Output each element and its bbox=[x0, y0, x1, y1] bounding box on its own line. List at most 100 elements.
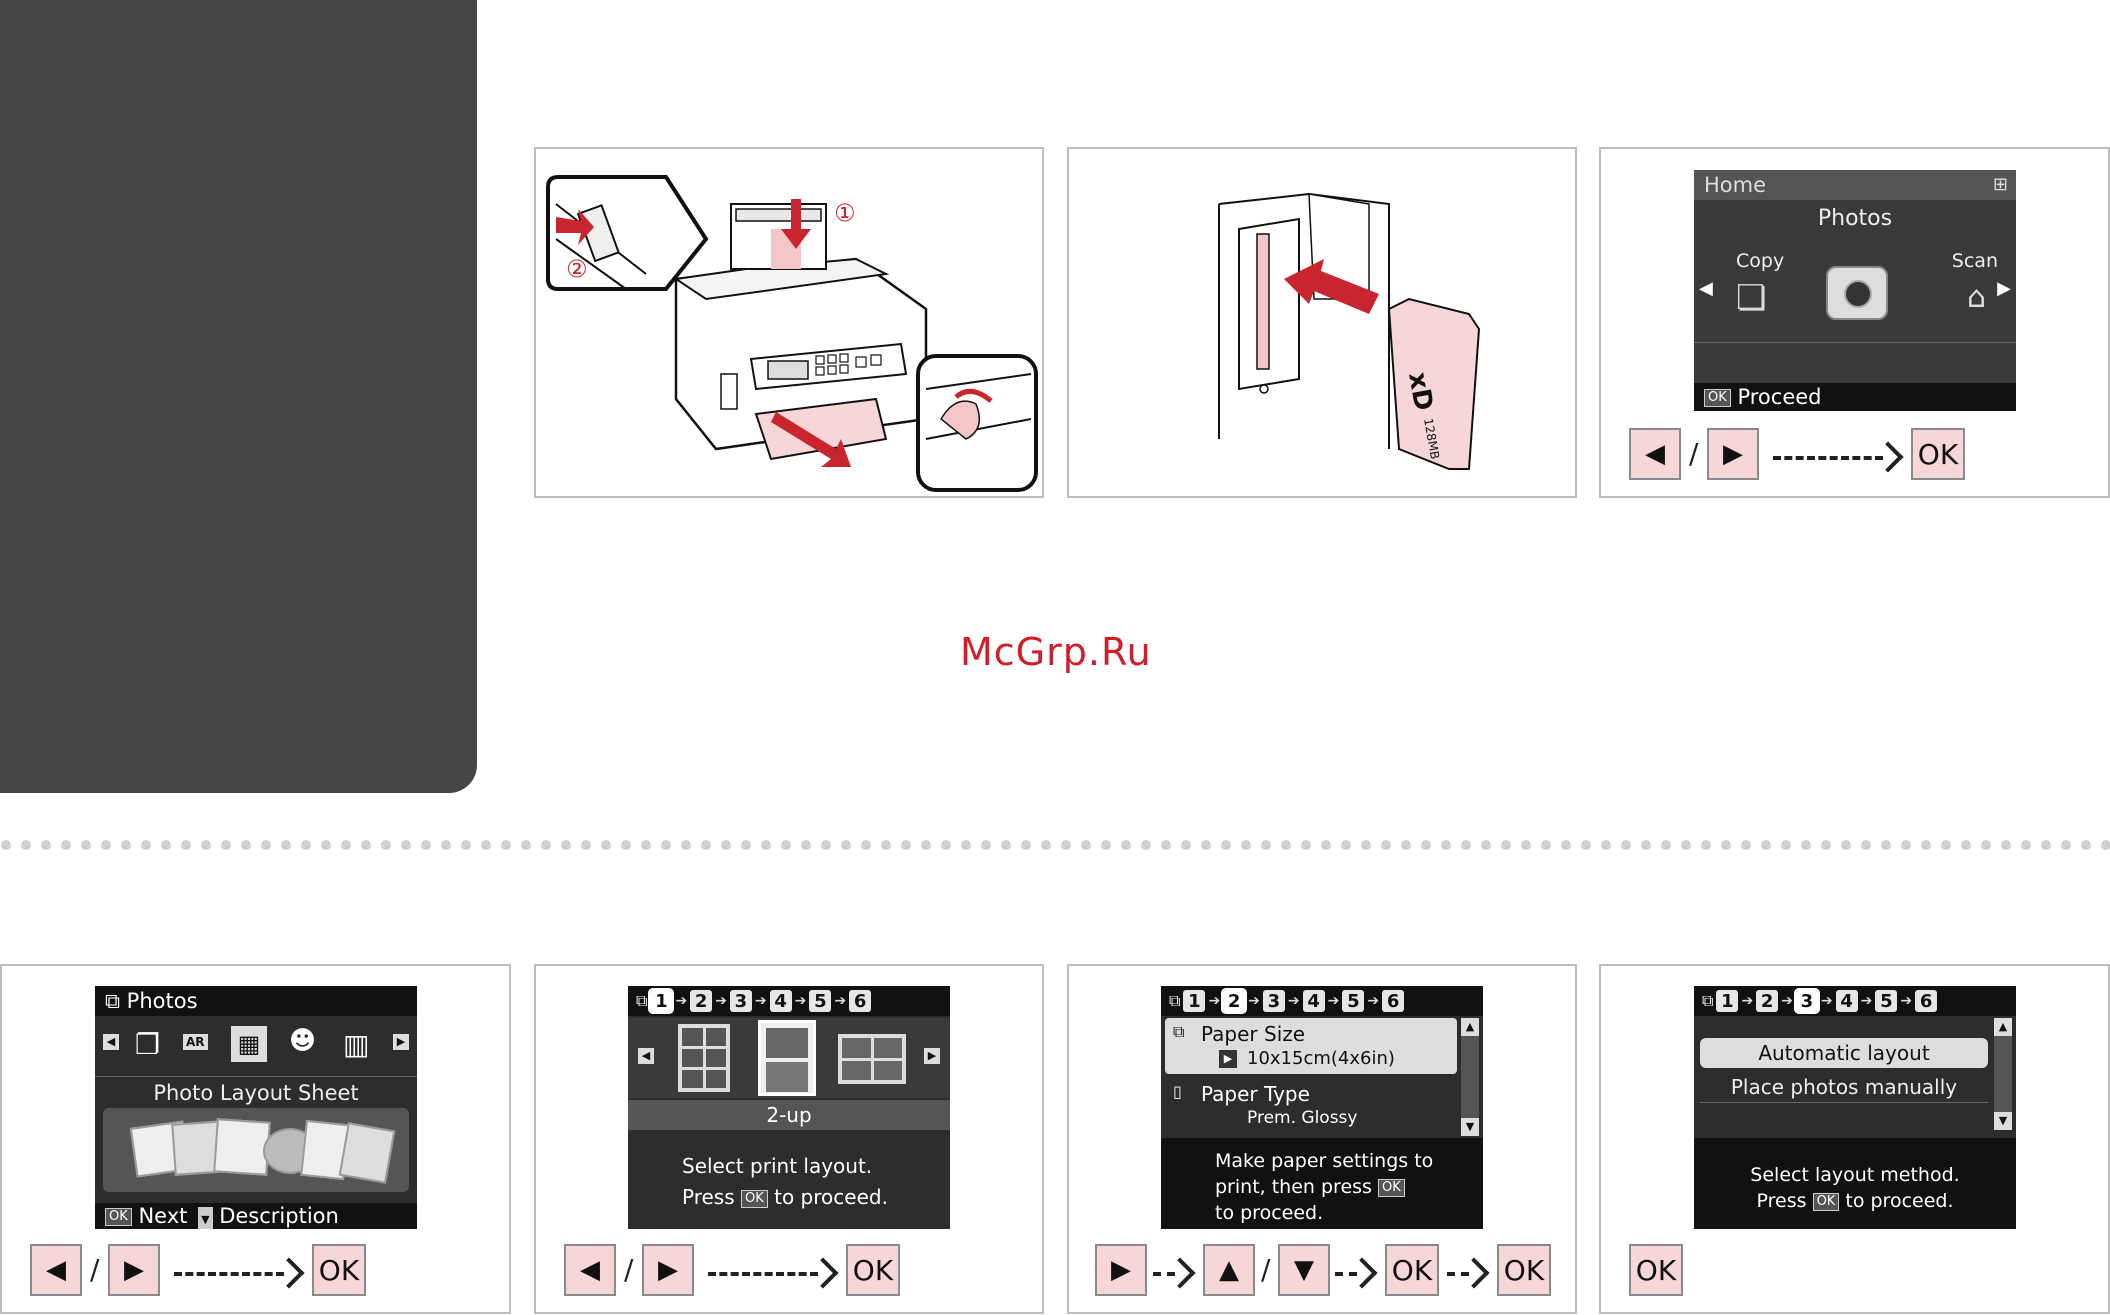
flow-arrow bbox=[1447, 1272, 1469, 1276]
down-button[interactable]: ▼ bbox=[1278, 1244, 1330, 1296]
paper-type-value: Prem. Glossy bbox=[1247, 1108, 1358, 1128]
pull-tray-arrow-icon bbox=[771, 412, 851, 467]
step-5: 5 bbox=[1875, 990, 1898, 1012]
right-arrow-icon: ▶ bbox=[393, 1034, 409, 1050]
ok-button-2[interactable]: OK bbox=[1497, 1244, 1551, 1296]
left-button[interactable]: ◀ bbox=[30, 1244, 82, 1296]
paper-size-row[interactable]: ⧉ Paper Size ▶ 10x15cm(4x6in) bbox=[1165, 1018, 1457, 1074]
ok-badge: OK bbox=[1704, 389, 1731, 407]
printer-illustration-panel: ② ① bbox=[534, 147, 1044, 498]
menu-icon-row: ◀ ❐ AR ▦ ☻ ▥ ▶ bbox=[95, 1022, 417, 1066]
index-sheet-icon: ▥ bbox=[343, 1028, 370, 1061]
proceed-text: to proceed. bbox=[774, 1185, 888, 1209]
layout-option-8up bbox=[678, 1024, 730, 1092]
instruction-line2: print, then press OK bbox=[1215, 1176, 1405, 1198]
network-icon: ⊞ bbox=[1992, 174, 2008, 195]
right-button[interactable]: ▶ bbox=[1707, 428, 1759, 480]
scrollbar[interactable]: ▲ ▼ bbox=[1461, 1018, 1479, 1136]
left-button[interactable]: ◀ bbox=[1629, 428, 1681, 480]
step-indicator: ⧉ 1➔ 2➔ 3➔ 4➔ 5➔ 6 bbox=[1694, 986, 2016, 1016]
proceed-text: to proceed. bbox=[1845, 1190, 1954, 1212]
camera-icon bbox=[1826, 266, 1888, 320]
option-automatic-layout[interactable]: Automatic layout bbox=[1700, 1038, 1988, 1068]
step-1: 1 bbox=[1183, 990, 1206, 1012]
left-arrow-icon: ◀ bbox=[638, 1048, 654, 1064]
press-text: Press bbox=[682, 1185, 735, 1209]
footer-proceed: Proceed bbox=[1737, 385, 1822, 409]
layout-option-2up bbox=[758, 1020, 816, 1096]
flow-arrow bbox=[708, 1272, 818, 1276]
svg-text:①: ① bbox=[834, 199, 856, 227]
svg-text:②: ② bbox=[566, 255, 588, 283]
layout-sheet-icon: ▦ bbox=[231, 1026, 267, 1062]
ok-button[interactable]: OK bbox=[312, 1244, 366, 1296]
arrow-head-icon bbox=[273, 1257, 305, 1289]
watermark: McGrp.Ru bbox=[960, 630, 1152, 674]
id-photo-icon: ☻ bbox=[289, 1026, 317, 1056]
layout-method-panel: ⧉ 1➔ 2➔ 3➔ 4➔ 5➔ 6 Automatic layout Plac… bbox=[1599, 964, 2110, 1314]
paper-type-row[interactable]: ▯ Paper Type Prem. Glossy bbox=[1165, 1078, 1457, 1134]
home-title: Photos bbox=[1817, 206, 1893, 231]
copy-icon: ❏ bbox=[1736, 278, 1767, 318]
paper-lcd: ⧉ 1➔ 2➔ 3➔ 4➔ 5➔ 6 ⧉ Paper Size ▶ 10x15c… bbox=[1161, 986, 1483, 1229]
ok-button[interactable]: OK bbox=[1911, 428, 1965, 480]
ok-button[interactable]: OK bbox=[1629, 1244, 1683, 1296]
scroll-up-icon: ▲ bbox=[1994, 1018, 2012, 1036]
step-4: 4 bbox=[1835, 990, 1858, 1012]
scan-icon: ⌂ bbox=[1966, 280, 1986, 315]
home-right-label: Scan bbox=[1951, 250, 1998, 272]
home-left-label: Copy bbox=[1736, 250, 1785, 272]
left-button[interactable]: ◀ bbox=[564, 1244, 616, 1296]
step-4: 4 bbox=[1302, 990, 1325, 1012]
method-lcd: ⧉ 1➔ 2➔ 3➔ 4➔ 5➔ 6 Automatic layout Plac… bbox=[1694, 986, 2016, 1229]
separator: / bbox=[1261, 1253, 1271, 1286]
scrollbar[interactable]: ▲ ▼ bbox=[1994, 1018, 2012, 1130]
photo-icon: ⧉ bbox=[1169, 991, 1181, 1010]
up-button[interactable]: ▲ bbox=[1203, 1244, 1255, 1296]
photo-icon: ⧉ bbox=[105, 989, 127, 1013]
layout-carousel: ◀ ▶ bbox=[628, 1018, 950, 1098]
card-slot-icon bbox=[1256, 233, 1270, 370]
home-screen-panel: Home ⊞ Photos Copy Scan ◀ ▶ ❏ ⌂ OK Proce… bbox=[1599, 147, 2110, 498]
scroll-down-icon: ▼ bbox=[1994, 1112, 2012, 1130]
step-6: 6 bbox=[1382, 990, 1405, 1012]
step-6: 6 bbox=[849, 990, 872, 1012]
step-3: 3 bbox=[729, 990, 752, 1012]
step-4: 4 bbox=[769, 990, 792, 1012]
separator: / bbox=[90, 1253, 100, 1286]
photos-menu-panel: ⧉ Photos ◀ ❐ AR ▦ ☻ ▥ ▶ Photo Layout She… bbox=[0, 964, 511, 1314]
step-3: 3 bbox=[1262, 990, 1285, 1012]
layout-name: 2-up bbox=[628, 1100, 950, 1130]
ok-badge: OK bbox=[1812, 1192, 1840, 1211]
flow-arrow bbox=[1153, 1272, 1175, 1276]
separator: / bbox=[624, 1253, 634, 1286]
right-button[interactable]: ▶ bbox=[108, 1244, 160, 1296]
lcd-footer: OK Next ▼ Description bbox=[95, 1203, 417, 1229]
lcd-header: Home ⊞ bbox=[1694, 170, 2016, 200]
home-lcd: Home ⊞ Photos Copy Scan ◀ ▶ ❏ ⌂ OK Proce… bbox=[1694, 170, 2016, 411]
arrow-head-icon bbox=[807, 1257, 839, 1289]
arrow-head-icon bbox=[1164, 1257, 1196, 1289]
ok-button[interactable]: OK bbox=[1385, 1244, 1439, 1296]
instruction-line3: to proceed. bbox=[1215, 1202, 1324, 1224]
right-button[interactable]: ▶ bbox=[642, 1244, 694, 1296]
ok-button[interactable]: OK bbox=[846, 1244, 900, 1296]
scroll-up-icon: ▲ bbox=[1461, 1018, 1479, 1036]
insert-arrow-icon bbox=[781, 199, 811, 249]
flow-arrow bbox=[174, 1272, 284, 1276]
insert-card-arrow-icon bbox=[1284, 259, 1379, 314]
arrow-head-icon bbox=[1872, 441, 1904, 473]
press-text: print, then press bbox=[1215, 1176, 1372, 1198]
step-2: 2 bbox=[1221, 988, 1248, 1014]
paper-type-label: Paper Type bbox=[1201, 1082, 1310, 1106]
flow-arrow bbox=[1773, 456, 1883, 460]
copies-icon: ❐ bbox=[135, 1028, 161, 1061]
step-5: 5 bbox=[809, 990, 832, 1012]
right-button[interactable]: ▶ bbox=[1095, 1244, 1147, 1296]
option-place-manually[interactable]: Place photos manually bbox=[1700, 1072, 1988, 1103]
layout-lcd: ⧉ 1➔ 2➔ 3➔ 4➔ 5➔ 6 ◀ ▶ 2-up Select print… bbox=[628, 986, 950, 1229]
svg-text:xD: xD bbox=[1402, 370, 1438, 413]
instruction-line2: Press OK to proceed. bbox=[1694, 1190, 2016, 1212]
section-tab bbox=[0, 0, 477, 793]
step-indicator: ⧉ 1➔ 2➔ 3➔ 4➔ 5➔ 6 bbox=[1161, 986, 1483, 1016]
